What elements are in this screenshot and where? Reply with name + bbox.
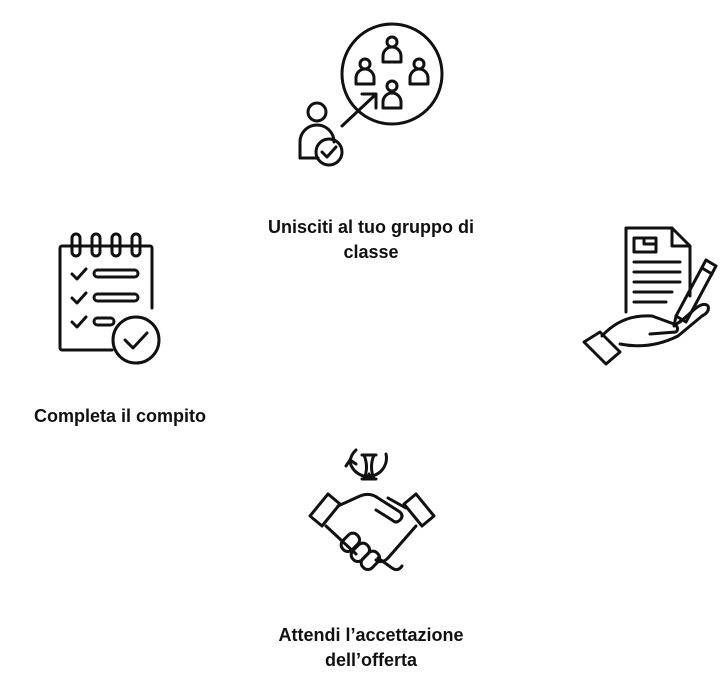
step-label-join-group: Unisciti al tuo gruppo di classe (235, 215, 507, 265)
join-group-icon (298, 22, 444, 167)
label-line: Attendi l’accettazione (278, 625, 464, 645)
document-hand-pen-icon (582, 226, 718, 366)
label-line: dell’offerta (324, 650, 417, 670)
checklist-icon (58, 232, 161, 365)
label-line: Unisciti al tuo gruppo di (268, 217, 474, 237)
step-label-await-acceptance: Attendi l’accettazione dell’offerta (240, 623, 502, 673)
step-label-complete-task: Completa il compito (8, 404, 232, 429)
label-line: classe (343, 242, 399, 262)
handshake-timer-icon (308, 448, 436, 572)
label-line: Completa il compito (33, 406, 206, 426)
